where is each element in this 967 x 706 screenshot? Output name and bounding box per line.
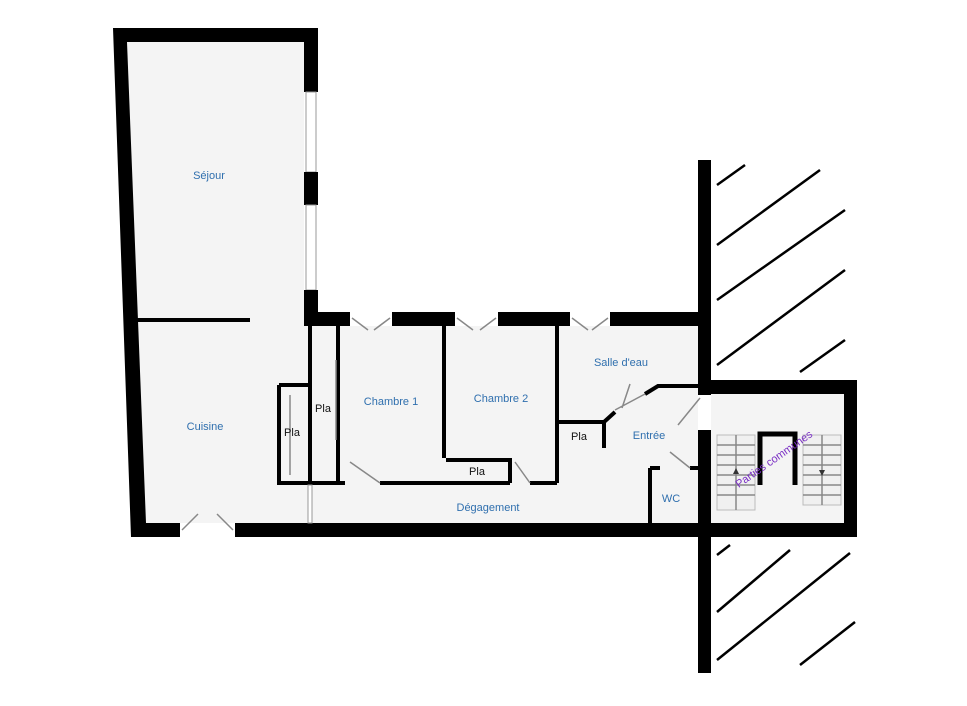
room-label-pla: Pla xyxy=(315,403,332,415)
room-label-degagement: Dégagement xyxy=(457,502,520,514)
window-bottom xyxy=(181,513,234,531)
window-top xyxy=(351,317,609,331)
wall xyxy=(235,523,857,537)
wall xyxy=(442,326,559,483)
wall xyxy=(643,384,698,396)
wall xyxy=(698,380,857,394)
room-label-pla: Pla xyxy=(284,427,301,439)
room-label-pla: Pla xyxy=(571,431,588,443)
opening xyxy=(307,484,313,524)
window xyxy=(305,91,317,173)
room-label-chambre-2: Chambre 2 xyxy=(474,393,528,405)
wall xyxy=(498,312,570,326)
wall-outer-left-top xyxy=(113,28,318,537)
wall-wc xyxy=(648,466,698,523)
wall xyxy=(304,172,318,205)
apartment-floor xyxy=(127,42,698,523)
entrance-door[interactable] xyxy=(677,397,701,426)
wall xyxy=(610,312,710,326)
window xyxy=(305,204,317,291)
room-label-salle-deau: Salle d'eau xyxy=(594,357,648,369)
wall xyxy=(698,160,711,395)
stairs xyxy=(716,434,842,511)
doors[interactable] xyxy=(289,360,691,484)
wall xyxy=(131,523,180,537)
room-label-cuisine: Cuisine xyxy=(187,421,224,433)
room-label-chambre-1: Chambre 1 xyxy=(364,396,418,408)
room-label-pla: Pla xyxy=(469,466,486,478)
wall xyxy=(308,326,340,482)
room-label-wc: WC xyxy=(662,493,680,505)
room-label-entree: Entrée xyxy=(633,430,665,442)
wall xyxy=(392,312,455,326)
wall xyxy=(844,380,857,537)
wall-pla xyxy=(446,458,512,483)
wall xyxy=(698,430,711,673)
stair-wall xyxy=(757,431,798,485)
wall xyxy=(304,312,350,326)
wall xyxy=(557,410,617,448)
room-label-sejour: Séjour xyxy=(193,170,225,182)
hatching xyxy=(716,163,856,666)
wall xyxy=(304,28,318,92)
divider xyxy=(137,318,250,322)
wall-pla xyxy=(277,383,345,485)
